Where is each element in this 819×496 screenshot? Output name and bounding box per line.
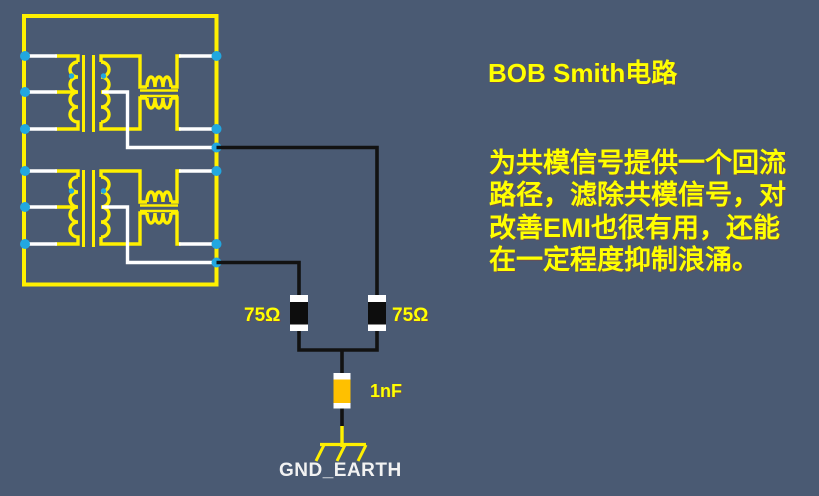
description-text: 为共模信号提供一个回流 路径，滤除共模信号，对 改善EMI也很有用，还能 在一定… xyxy=(489,147,786,277)
transformer-unit-1 xyxy=(18,49,224,155)
ground-label: GND_EARTH xyxy=(279,460,402,481)
transformer-unit-2 xyxy=(18,164,224,270)
earth-ground-icon xyxy=(314,426,368,462)
resistor-left xyxy=(290,295,308,331)
capacitor-body xyxy=(333,379,351,403)
slide-title: BOB Smith电路 xyxy=(488,58,678,88)
tap1-to-right-resistor-wire xyxy=(216,145,379,295)
tap2-to-left-resistor-wire xyxy=(216,260,301,295)
resistor-right xyxy=(368,295,386,331)
capacitor xyxy=(333,373,351,409)
description-line: 为共模信号提供一个回流 xyxy=(489,148,786,178)
resistor-join-wire xyxy=(297,331,379,352)
description-line: 在一定程度抑制浪涌。 xyxy=(489,245,759,276)
termination-wiring xyxy=(216,145,379,426)
resistor-body xyxy=(290,302,308,325)
resistor-body xyxy=(368,302,386,325)
description-line: 路径，滤除共模信号，对 xyxy=(489,180,786,211)
resistor-left-label: 75Ω xyxy=(244,305,281,326)
ground-hatches xyxy=(314,444,368,462)
description-line: 改善EMI也很有用，还能 xyxy=(489,212,781,243)
circuit-diagram xyxy=(18,14,386,462)
resistor-right-label: 75Ω xyxy=(392,305,429,326)
capacitor-label: 1nF xyxy=(370,381,403,401)
